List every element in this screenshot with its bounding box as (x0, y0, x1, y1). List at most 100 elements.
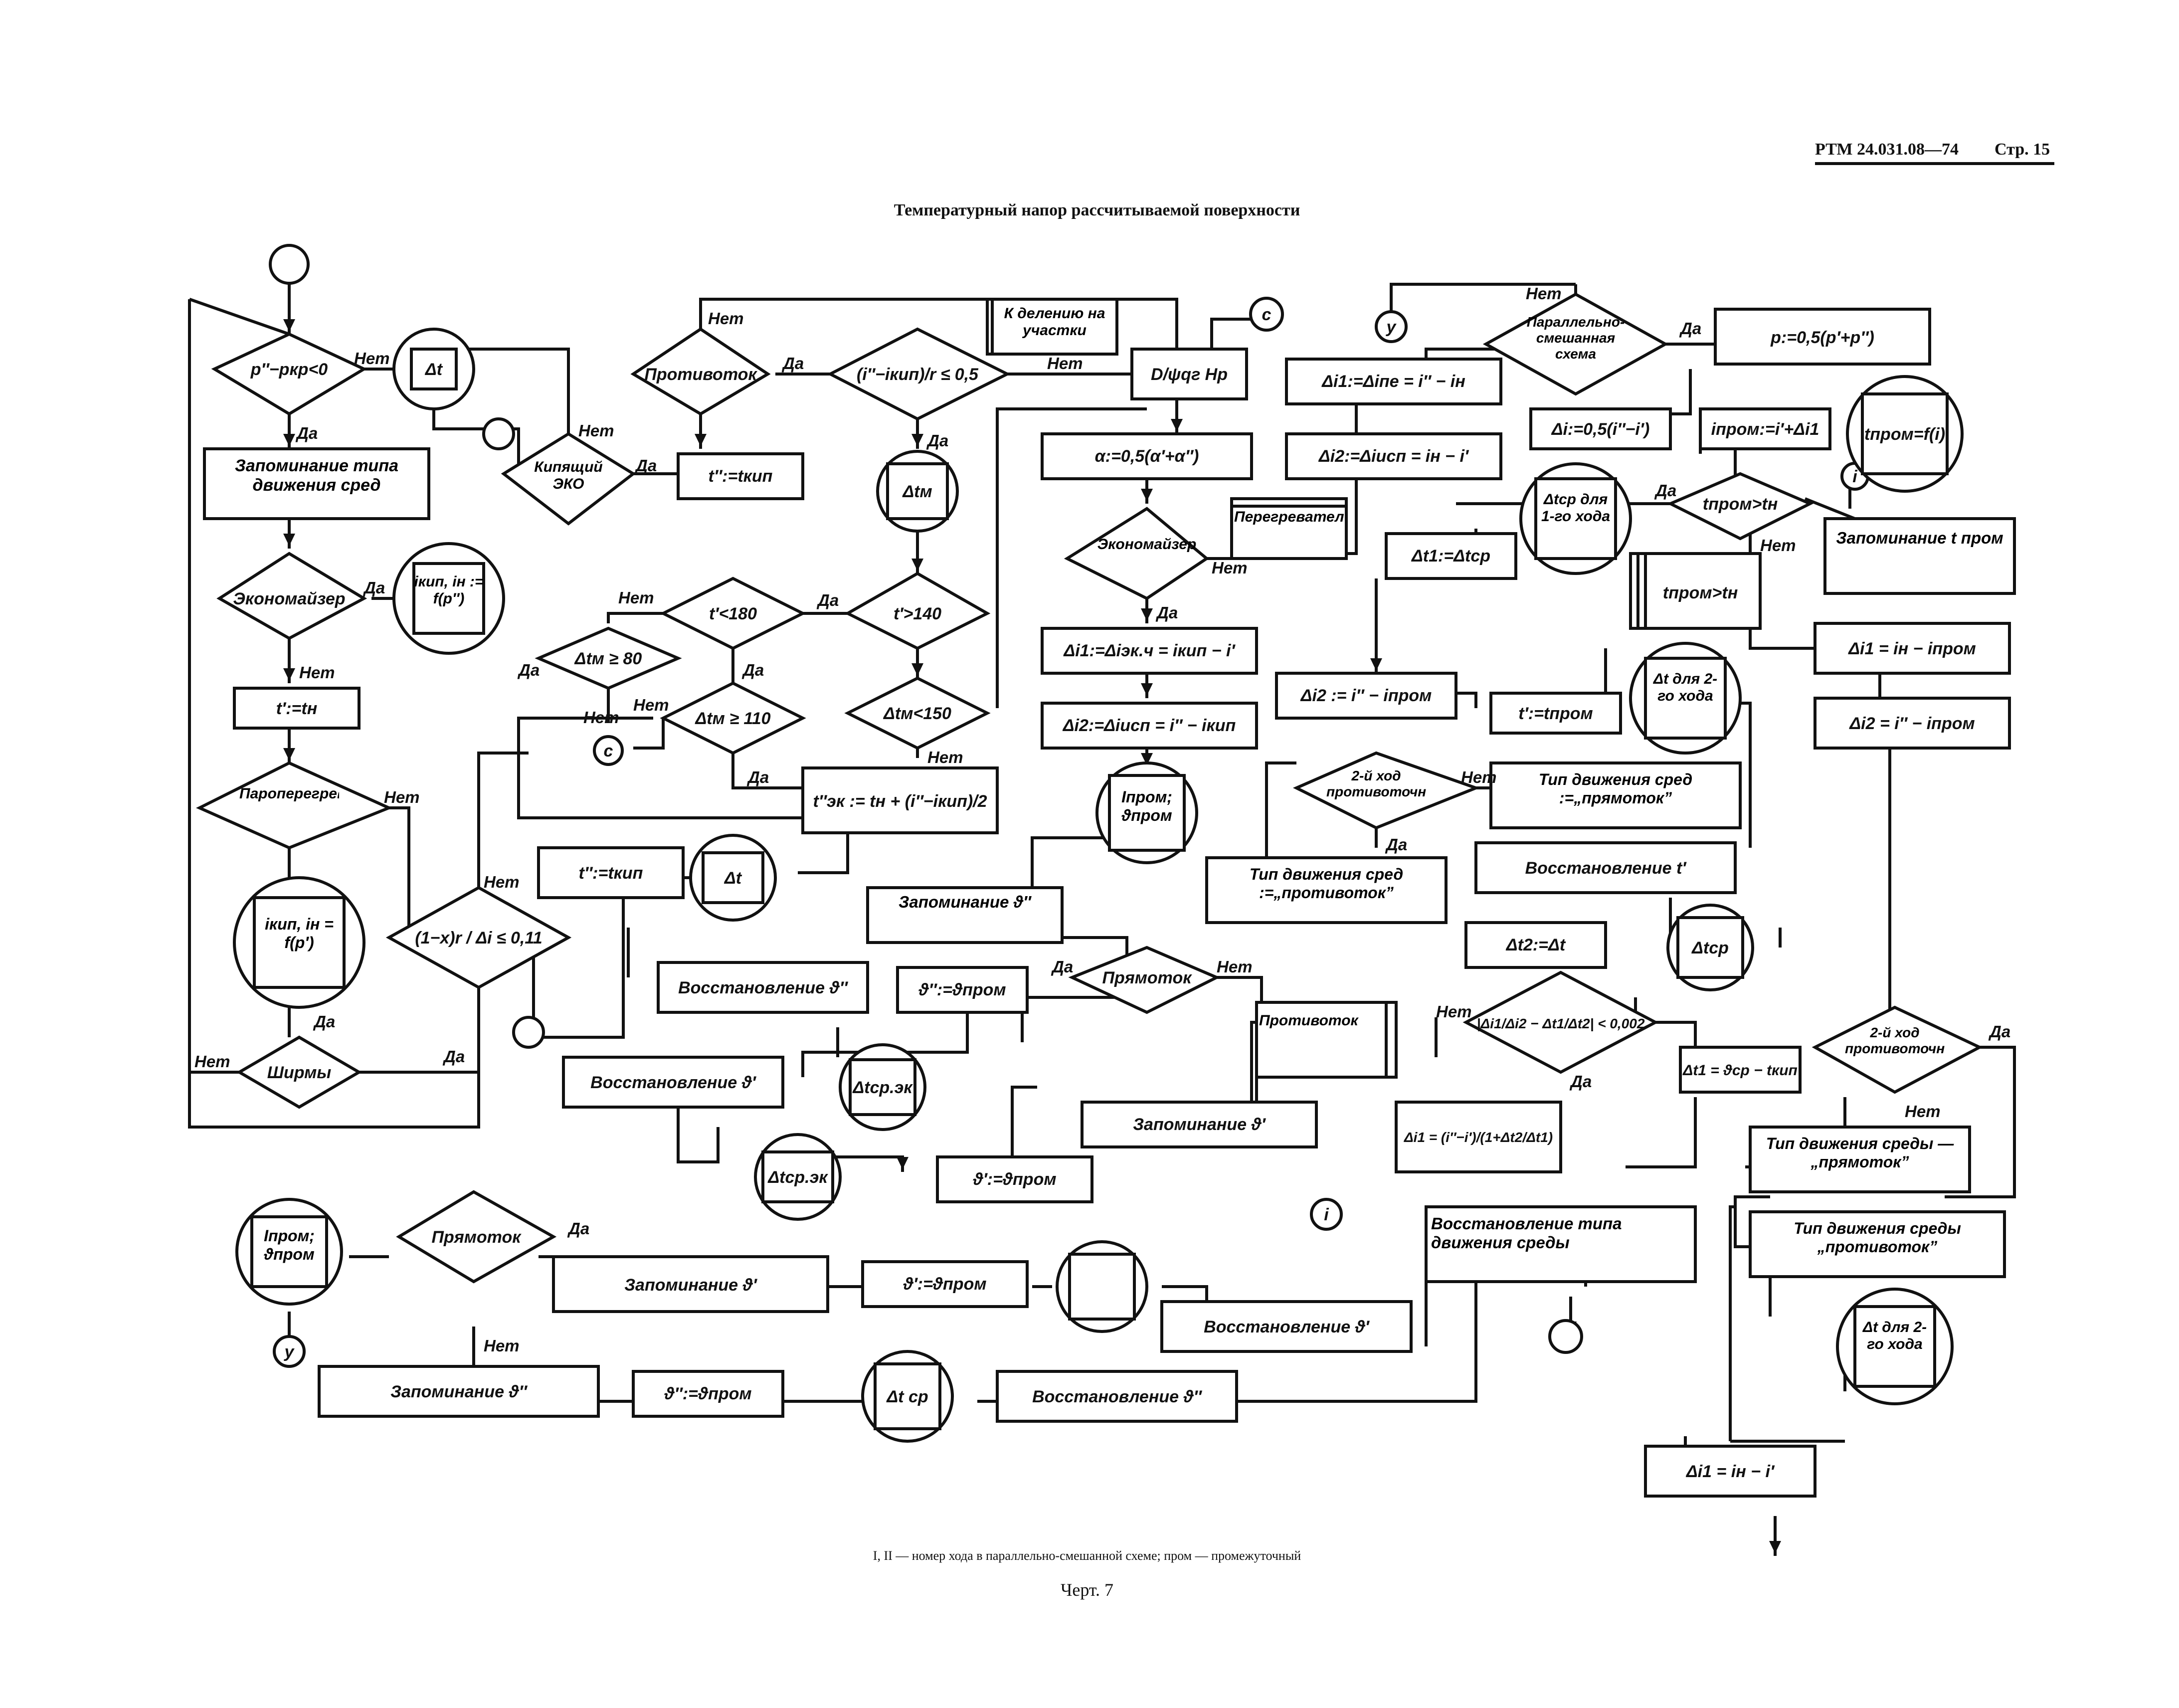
decision-economizer-1 (216, 552, 367, 640)
label-yes: Да (634, 456, 657, 475)
svg-text:Δtср.эк: Δtср.эк (767, 1168, 828, 1187)
footer-note: I, II — номер хода в параллельно-смешанн… (873, 1548, 1301, 1563)
box-remember-theta2 (866, 886, 1064, 944)
connector-c-top (1249, 297, 1284, 332)
label-yes: Да (1679, 319, 1701, 338)
label-no: Нет (618, 588, 654, 607)
connector-y-bottom (273, 1335, 306, 1368)
svg-text:Восстановление ϑ′: Восстановление ϑ′ (1204, 1318, 1370, 1336)
svg-text:Δt1:=Δtср: Δt1:=Δtср (1411, 547, 1490, 566)
box-type-direct-2 (1749, 1126, 1971, 1193)
svg-text:Запоминание ϑ′: Запоминание ϑ′ (624, 1276, 757, 1295)
box-dt1-theta (1679, 1046, 1802, 1094)
label-no: Нет (578, 421, 614, 440)
svg-text:t′>140: t′>140 (894, 604, 941, 623)
figure-label: Черт. 7 (1061, 1580, 1113, 1600)
connector-c-mid (593, 735, 624, 766)
external-counterflow (1255, 1001, 1398, 1079)
svg-text:Δi:=0,5(i″−i′): Δi:=0,5(i″−i′) (1551, 420, 1650, 439)
decision-direct-flow-bottom (396, 1190, 557, 1284)
svg-text:Δi1 = (i″−i′)/(1+Δt2/Δt1): Δi1 = (i″−i′)/(1+Δt2/Δt1) (1404, 1130, 1553, 1145)
svg-text:Δt2:=Δt: Δt2:=Δt (1505, 936, 1566, 954)
label-no: Нет (484, 1336, 520, 1355)
svg-text:Δi1:=Δiэк.ч = iкип − i′: Δi1:=Δiэк.ч = iкип − i′ (1063, 641, 1236, 660)
svg-text:Запоминание ϑ′: Запоминание ϑ′ (1133, 1115, 1266, 1134)
label-no: Нет (708, 309, 744, 328)
box-di1-eco (1041, 627, 1258, 675)
svg-text:ϑ″:=ϑпром: ϑ″:=ϑпром (664, 1384, 751, 1403)
connector-i-mid (1310, 1198, 1343, 1231)
svg-text:Δt: Δt (424, 360, 443, 379)
branch-labels: Нет Да Да Нет Нет Да Нет Нет Да Да Нет Н… (194, 284, 2010, 1355)
label-yes: Да (1051, 957, 1073, 976)
decision-boiling-eco (501, 432, 636, 526)
connector-y-bottom-label: y (284, 1342, 295, 1361)
label-yes: Да (816, 591, 839, 609)
box-type-counter-2 (1749, 1210, 2006, 1278)
svg-text:tпром>tн: tпром>tн (1703, 495, 1778, 514)
svg-text:Δi1:=Δiпе = i″ − iн: Δi1:=Δiпе = i″ − iн (1321, 372, 1465, 391)
svg-text:Δtм<150: Δtм<150 (883, 704, 951, 723)
connector-c-top-label: c (1262, 305, 1271, 324)
decision-ratio-05 (827, 327, 1011, 421)
svg-text:(i″−iкип)/r ≤ 0,5: (i″−iкип)/r ≤ 0,5 (857, 365, 979, 384)
svg-text:Восстановление ϑ″: Восстановление ϑ″ (678, 978, 848, 997)
box-dpsi (1130, 348, 1248, 400)
label-yes: Да (1988, 1022, 2010, 1041)
box-t2-tkip (677, 452, 804, 500)
external-superheater (1230, 497, 1348, 560)
svg-text:(1−x)r / Δi ≤ 0,11: (1−x)r / Δi ≤ 0,11 (415, 929, 542, 948)
box-remember-motion-type (203, 447, 430, 520)
label-no: Нет (1905, 1102, 1941, 1121)
svg-text:t″эк := tн + (i″−iкип)/2: t″эк := tн + (i″−iкип)/2 (813, 792, 987, 811)
box-remember-motion-text: Запоминание типа движения сред (235, 456, 398, 495)
svg-text:tпром>tн: tпром>tн (1663, 583, 1738, 602)
decision-dtm-110 (660, 681, 806, 755)
start-terminal (269, 244, 310, 285)
svg-text:Δt: Δt (724, 869, 742, 888)
label-no: Нет (299, 663, 335, 682)
svg-text:t′<180: t′<180 (709, 604, 757, 623)
nodes: p″−pкр<0 Δt Запоминание типа движения ср… (195, 292, 2016, 1498)
label-yes: Да (1654, 481, 1676, 500)
svg-text:p″−pкр<0: p″−pкр<0 (250, 360, 328, 379)
connector-y-top (1375, 310, 1408, 343)
box-dt1-dtsr (1385, 532, 1517, 580)
box-di2-prom (1814, 697, 2011, 750)
box-t2-tkip-2 (537, 846, 685, 899)
svg-text:iпром:=i′+Δi1: iпром:=i′+Δi1 (1711, 420, 1819, 439)
svg-text:Восстановление ϑ′: Восстановление ϑ′ (590, 1073, 756, 1092)
svg-text:|Δi1/Δi2 − Δt1/Δt2| < 0,002: |Δi1/Δi2 − Δt1/Δt2| < 0,002 (1477, 1016, 1645, 1031)
decision-counterflow (630, 327, 771, 416)
svg-text:t′:=tпром: t′:=tпром (1518, 704, 1593, 723)
label-no: Нет (1760, 536, 1796, 555)
label-yes: Да (741, 661, 764, 679)
box-t2-eco (801, 766, 999, 834)
svg-text:Запоминание ϑ″: Запоминание ϑ″ (390, 1382, 528, 1401)
label-no: Нет (1461, 768, 1497, 786)
box-di1-pe (1285, 358, 1502, 405)
label-no: Нет (384, 788, 420, 806)
box-di2-prom-mid (1275, 672, 1457, 720)
svg-text:Δi2:=Δiисп = i″ − iкип: Δi2:=Δiисп = i″ − iкип (1062, 716, 1236, 735)
box-theta1-prom (936, 1155, 1093, 1203)
svg-text:Δi2:=Δiисп = iн − i′: Δi2:=Δiисп = iн − i′ (1318, 447, 1469, 466)
label-yes: Да (567, 1219, 589, 1238)
label-no: Нет (633, 696, 669, 714)
box-di-half (1529, 407, 1672, 450)
end-terminal-1 (482, 417, 515, 450)
box-di1-final (1644, 1445, 1816, 1498)
svg-text:Прямоток: Прямоток (1102, 968, 1193, 987)
box-t1-prom (1489, 692, 1622, 735)
svg-text:t″:=tкип: t″:=tкип (709, 467, 773, 486)
box-remember-theta1-bottom (552, 1255, 829, 1313)
decision-economizer-2 (1064, 507, 1210, 600)
svg-text:Δi2 = i″ − iпром: Δi2 = i″ − iпром (1848, 714, 1975, 733)
page-number: Стр. 15 (1995, 140, 2050, 159)
decision-pressure (211, 332, 367, 416)
box-restore-motion-type (1425, 1205, 1697, 1283)
decision-tprom-tn (1666, 472, 1814, 541)
svg-text:D/ψqг Hр: D/ψqг Hр (1151, 365, 1228, 384)
decision-dtm-80 (535, 626, 682, 690)
label-no: Нет (1436, 1002, 1472, 1021)
